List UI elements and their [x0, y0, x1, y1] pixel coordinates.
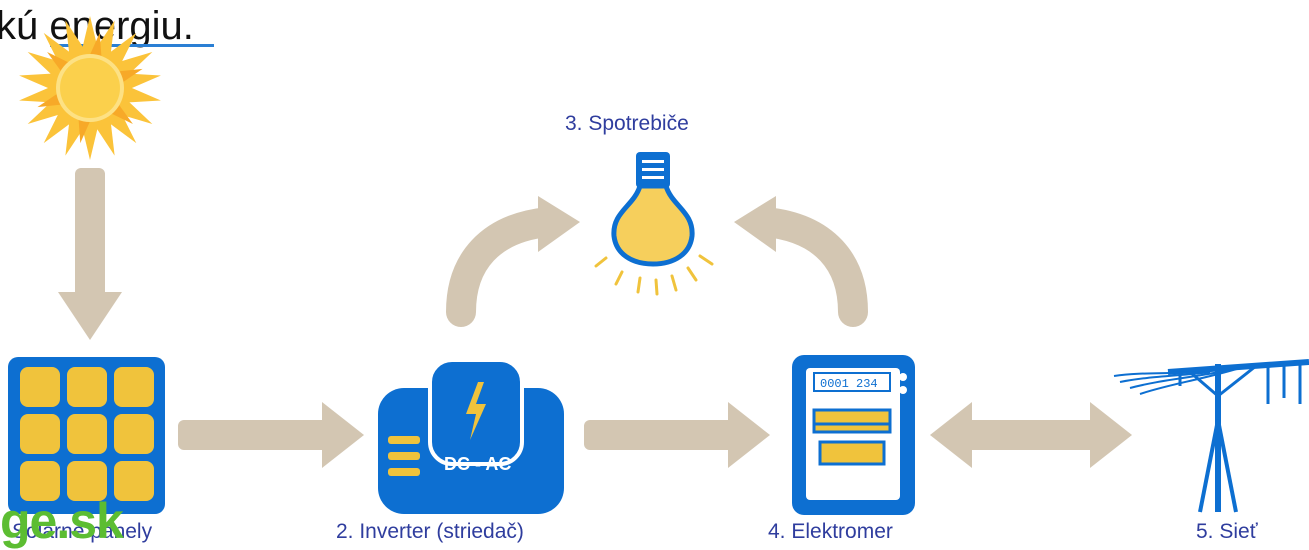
meter-grid-double-arrow — [930, 402, 1132, 468]
power-pole-icon — [1113, 359, 1309, 513]
solar-panel-icon — [8, 357, 165, 514]
consumers-label: 3. Spotrebiče — [565, 112, 689, 135]
meter-to-consumers-arrow — [734, 196, 868, 327]
meter-display: 0001 234 — [820, 377, 878, 391]
electric-meter-icon: 0001 234 — [792, 355, 915, 515]
inverter-badge: DC - AC — [444, 454, 511, 474]
panels-to-inverter-arrow — [178, 402, 364, 468]
sun-icon — [19, 16, 161, 160]
inverter-icon: DC - AC — [378, 358, 564, 514]
inverter-label: 2. Inverter (striedač) — [336, 520, 524, 543]
inverter-to-consumers-arrow — [446, 196, 580, 327]
meter-label: 4. Elektromer — [768, 520, 893, 543]
lightning-icon — [466, 382, 486, 440]
inverter-to-meter-arrow — [584, 402, 770, 468]
heading-link-underline — [50, 44, 214, 47]
grid-label: 5. Sieť — [1196, 520, 1258, 543]
light-bulb-icon — [594, 152, 714, 296]
site-watermark: ge.sk — [0, 493, 124, 549]
sun-to-panels-arrow — [58, 168, 122, 340]
panels-label: Solárne panely — [12, 520, 153, 543]
